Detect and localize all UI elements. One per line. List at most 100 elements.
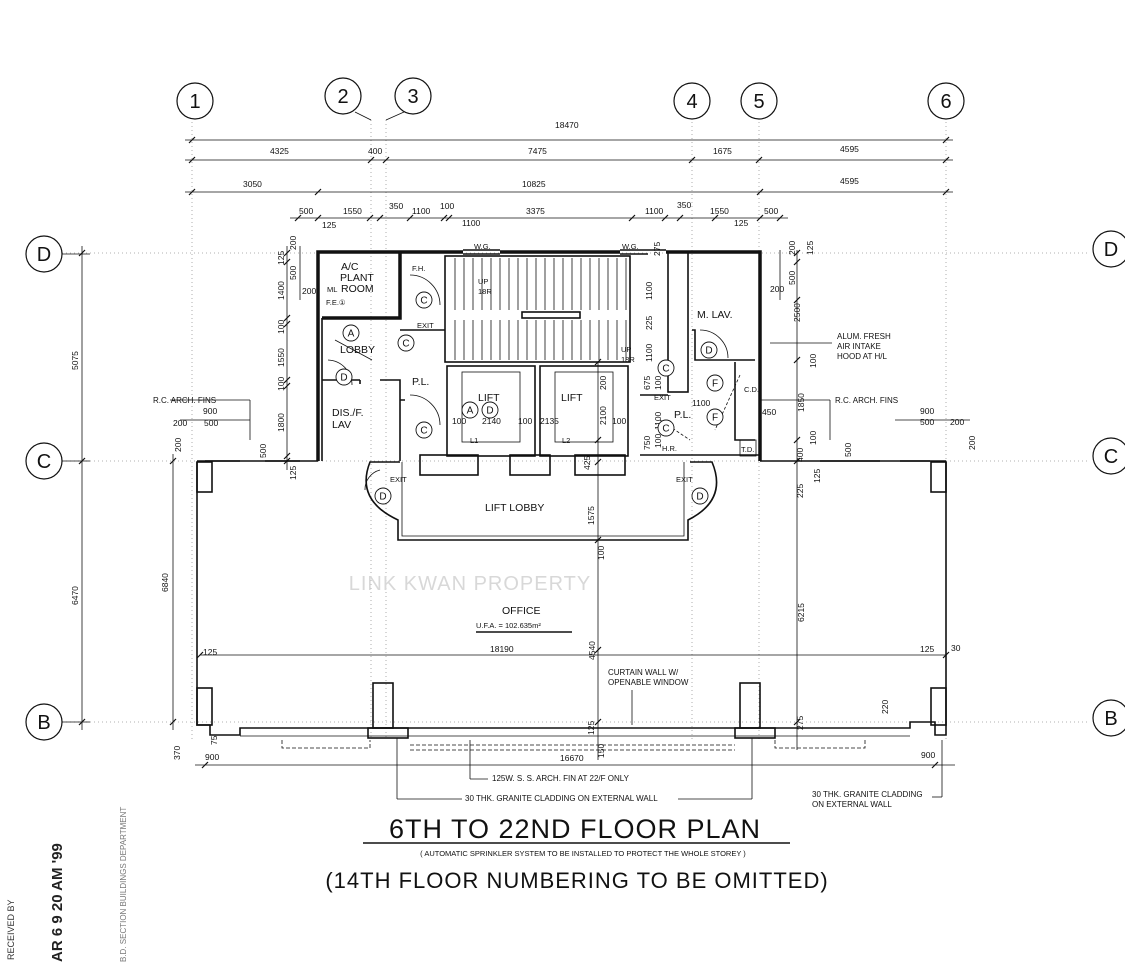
dimension-label: 500 xyxy=(920,417,934,427)
dimension-label: 500 xyxy=(764,206,778,216)
dimension-label: 1850 xyxy=(796,393,806,412)
room-label: DIS./F. xyxy=(332,407,364,419)
dimension-label: 75 xyxy=(209,735,219,745)
dimension-label: 500 xyxy=(299,206,313,216)
grid-label: D xyxy=(37,244,51,266)
annotation-note: ON EXTERNAL WALL xyxy=(812,800,892,809)
dimension-label: 2100 xyxy=(598,406,608,425)
grid-bubble-c-left: C xyxy=(25,442,63,480)
dimension-label: 100 xyxy=(276,320,286,334)
dimension-label: 500 xyxy=(787,271,797,285)
dimension-label: 125 xyxy=(586,721,596,735)
door-tag: A xyxy=(461,401,479,419)
dimension-label: 200 xyxy=(770,284,784,294)
door-tag: F xyxy=(706,408,724,426)
dimension-label: 125 xyxy=(734,218,748,228)
dimension-label: 900 xyxy=(921,750,935,760)
door-tag-letter: C xyxy=(420,296,427,307)
dimension-label: 6215 xyxy=(796,603,806,622)
dimension-label: 350 xyxy=(677,200,691,210)
room-label: 18R xyxy=(621,355,635,364)
dimension-label: 225 xyxy=(795,484,805,498)
room-label: ML xyxy=(327,285,337,294)
dimension-label: 3375 xyxy=(526,206,545,216)
drawing-title: 6TH TO 22ND FLOOR PLAN xyxy=(389,814,761,844)
dimension-label: 1675 xyxy=(713,146,732,156)
door-tag: D xyxy=(335,368,353,386)
door-tag-letter: C xyxy=(662,424,669,435)
door-tag: C xyxy=(415,291,433,309)
stamp-department: B.D. SECTION BUILDINGS DEPARTMENT xyxy=(119,807,128,962)
grid-label: 3 xyxy=(407,86,418,108)
grid-bubble-b-left: B xyxy=(25,703,63,741)
dimension-label: 1550 xyxy=(343,206,362,216)
door-tag-letter: D xyxy=(486,406,493,417)
door-tag: D xyxy=(481,401,499,419)
room-label: L1 xyxy=(470,436,478,445)
dimension-label: 1100 xyxy=(653,411,663,430)
room-label: T.D. xyxy=(741,445,754,454)
room-label: P.L. xyxy=(674,409,691,421)
grid-bubble-c-right: C xyxy=(1092,437,1125,475)
dimension-label: 100 xyxy=(276,377,286,391)
dimension-label: 100 xyxy=(808,431,818,445)
room-label: LIFT xyxy=(478,392,500,404)
door-tag: C xyxy=(397,334,415,352)
dimension-label: 6840 xyxy=(160,573,170,592)
dimension-label: 500 xyxy=(204,418,218,428)
dimension-label: 6470 xyxy=(70,586,80,605)
dimension-label: 350 xyxy=(389,201,403,211)
walls xyxy=(196,249,947,751)
dimension-label: 1400 xyxy=(276,281,286,300)
dimension-label: 4595 xyxy=(840,176,859,186)
grid-bubbles: 1 2 3 4 5 6 D C B D C B xyxy=(25,77,1125,741)
annotation-note: R.C. ARCH. FINS xyxy=(153,396,216,405)
dimension-label: 125 xyxy=(276,251,286,265)
door-tag: C xyxy=(657,419,675,437)
dimension-label: 100 xyxy=(452,416,466,426)
dimension-label: 125 xyxy=(203,647,217,657)
dimension-label: 1575 xyxy=(586,506,596,525)
room-label: A/C xyxy=(341,261,359,273)
room-label: EXIT xyxy=(654,393,671,402)
dimension-lines xyxy=(78,136,970,800)
grid-label: 2 xyxy=(337,86,348,108)
door-tag-letter: F xyxy=(712,413,718,424)
grid-label: D xyxy=(1104,239,1118,261)
room-label: F.E.① xyxy=(326,298,346,307)
dimension-label: 1100 xyxy=(644,281,654,300)
dimension-label: 200 xyxy=(173,418,187,428)
stamp-received: RECEIVED BY xyxy=(6,899,16,960)
door-tag: D xyxy=(691,487,709,505)
drawing-subtitle: ( AUTOMATIC SPRINKLER SYSTEM TO BE INSTA… xyxy=(420,849,746,858)
grid-label: 5 xyxy=(753,91,764,113)
room-label: W.G. xyxy=(622,242,639,251)
dimension-label: 220 xyxy=(880,700,890,714)
dimension-label: 150 xyxy=(596,744,606,758)
dimension-label: 100 xyxy=(518,416,532,426)
room-label: C.D. xyxy=(744,385,759,394)
dimension-label: 4540 xyxy=(587,641,597,660)
annotation-note: OPENABLE WINDOW xyxy=(608,678,689,687)
dimension-label: 100 xyxy=(808,354,818,368)
dimension-label: 450 xyxy=(762,407,776,417)
dimension-label: 370 xyxy=(172,746,182,760)
grid-bubble-4: 4 xyxy=(673,82,711,120)
dimension-label: 200 xyxy=(173,438,183,452)
door-tag-letter: F xyxy=(712,379,718,390)
stamp-date: AR 6 9 20 AM '99 xyxy=(49,843,66,962)
dimension-label: 675 xyxy=(642,376,652,390)
door-tag: D xyxy=(700,341,718,359)
dimension-label: 1800 xyxy=(276,413,286,432)
dimension-label: 16670 xyxy=(560,753,584,763)
grid-label: C xyxy=(37,451,51,473)
dimension-label: 900 xyxy=(203,406,217,416)
grid-label: B xyxy=(1104,708,1117,730)
dimension-label: 900 xyxy=(920,406,934,416)
dimension-label: 425 xyxy=(582,456,592,470)
room-label: H.R. xyxy=(662,444,677,453)
room-label: F.H. xyxy=(412,264,425,273)
title-block: 6TH TO 22ND FLOOR PLAN ( AUTOMATIC SPRIN… xyxy=(325,814,828,893)
dimension-label: 125 xyxy=(920,644,934,654)
drawing-note: (14TH FLOOR NUMBERING TO BE OMITTED) xyxy=(325,868,828,893)
